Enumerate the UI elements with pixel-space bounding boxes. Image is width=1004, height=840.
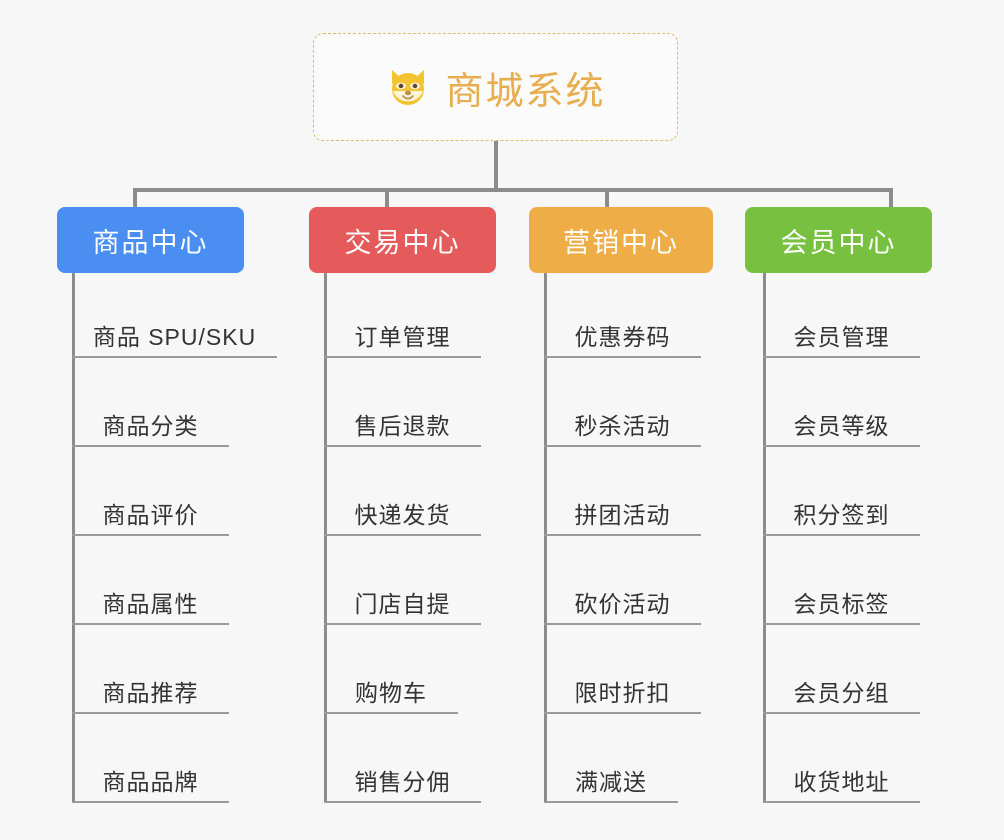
leaf-label: 销售分佣 xyxy=(354,769,451,795)
leaf-label: 会员管理 xyxy=(793,324,890,350)
branch-header-label: 营销中心 xyxy=(563,227,679,258)
connector-drop-marketing-center xyxy=(605,188,609,210)
leaf-item[interactable]: 会员标签 xyxy=(763,580,920,625)
leaf-label: 商品评价 xyxy=(102,502,199,528)
leaf-item[interactable]: 门店自提 xyxy=(324,580,481,625)
leaf-item[interactable]: 满减送 xyxy=(544,758,678,803)
leaf-item[interactable]: 商品属性 xyxy=(72,580,229,625)
spine-product-center xyxy=(72,273,75,803)
leaf-label: 收货地址 xyxy=(793,769,890,795)
spine-marketing-center xyxy=(544,273,547,803)
connector-horizontal-bus xyxy=(133,188,893,192)
leaf-item[interactable]: 销售分佣 xyxy=(324,758,481,803)
leaf-item[interactable]: 秒杀活动 xyxy=(544,402,701,447)
leaf-label: 会员等级 xyxy=(793,413,890,439)
leaf-item[interactable]: 拼团活动 xyxy=(544,491,701,536)
root-title: 商城系统 xyxy=(445,70,606,113)
leaf-item[interactable]: 会员分组 xyxy=(763,669,920,714)
leaf-item[interactable]: 快递发货 xyxy=(324,491,481,536)
leaf-label: 优惠券码 xyxy=(574,324,671,350)
connector-drop-product-center xyxy=(133,188,137,210)
branch-header-trade-center[interactable]: 交易中心 xyxy=(309,207,496,273)
leaf-item[interactable]: 商品 SPU/SKU xyxy=(72,313,277,358)
leaf-label: 会员标签 xyxy=(793,591,890,617)
branch-header-label: 商品中心 xyxy=(92,227,209,258)
leaf-item[interactable]: 收货地址 xyxy=(763,758,920,803)
leaf-label: 会员分组 xyxy=(793,680,890,706)
connector-drop-member-center xyxy=(889,188,893,210)
leaf-label: 商品品牌 xyxy=(102,769,199,795)
leaf-label: 订单管理 xyxy=(354,324,451,350)
leaf-item[interactable]: 售后退款 xyxy=(324,402,481,447)
leaf-item[interactable]: 砍价活动 xyxy=(544,580,701,625)
leaf-item[interactable]: 会员等级 xyxy=(763,402,920,447)
branch-header-marketing-center[interactable]: 营销中心 xyxy=(529,207,713,273)
leaf-item[interactable]: 商品评价 xyxy=(72,491,229,536)
leaf-label: 购物车 xyxy=(355,680,427,706)
connector-root-stub xyxy=(494,141,498,191)
spine-trade-center xyxy=(324,273,327,803)
spine-member-center xyxy=(763,273,766,803)
leaf-label: 门店自提 xyxy=(354,591,451,617)
branch-header-member-center[interactable]: 会员中心 xyxy=(745,207,932,273)
leaf-item[interactable]: 订单管理 xyxy=(324,313,481,358)
connector-drop-trade-center xyxy=(385,188,389,210)
branch-header-label: 会员中心 xyxy=(780,227,897,258)
leaf-label: 拼团活动 xyxy=(574,502,671,528)
branch-header-label: 交易中心 xyxy=(344,227,461,258)
leaf-label: 积分签到 xyxy=(793,502,890,528)
leaf-label: 商品分类 xyxy=(102,413,199,439)
leaf-item[interactable]: 会员管理 xyxy=(763,313,920,358)
leaf-item[interactable]: 商品品牌 xyxy=(72,758,229,803)
leaf-label: 满减送 xyxy=(575,769,647,795)
leaf-item[interactable]: 购物车 xyxy=(324,669,458,714)
leaf-item[interactable]: 限时折扣 xyxy=(544,669,701,714)
leaf-label: 商品推荐 xyxy=(102,680,199,706)
leaf-item[interactable]: 商品推荐 xyxy=(72,669,229,714)
leaf-label: 砍价活动 xyxy=(574,591,671,617)
leaf-label: 商品 SPU/SKU xyxy=(92,324,257,350)
leaf-label: 秒杀活动 xyxy=(574,413,671,439)
leaf-label: 快递发货 xyxy=(354,502,451,528)
leaf-label: 限时折扣 xyxy=(574,680,671,706)
leaf-label: 售后退款 xyxy=(354,413,451,439)
root-node[interactable]: 商城系统 xyxy=(313,33,678,141)
leaf-item[interactable]: 优惠券码 xyxy=(544,313,701,358)
leaf-item[interactable]: 积分签到 xyxy=(763,491,920,536)
leaf-item[interactable]: 商品分类 xyxy=(72,402,229,447)
leaf-label: 商品属性 xyxy=(102,591,199,617)
shiba-dog-face-icon xyxy=(385,64,431,110)
branch-header-product-center[interactable]: 商品中心 xyxy=(57,207,244,273)
